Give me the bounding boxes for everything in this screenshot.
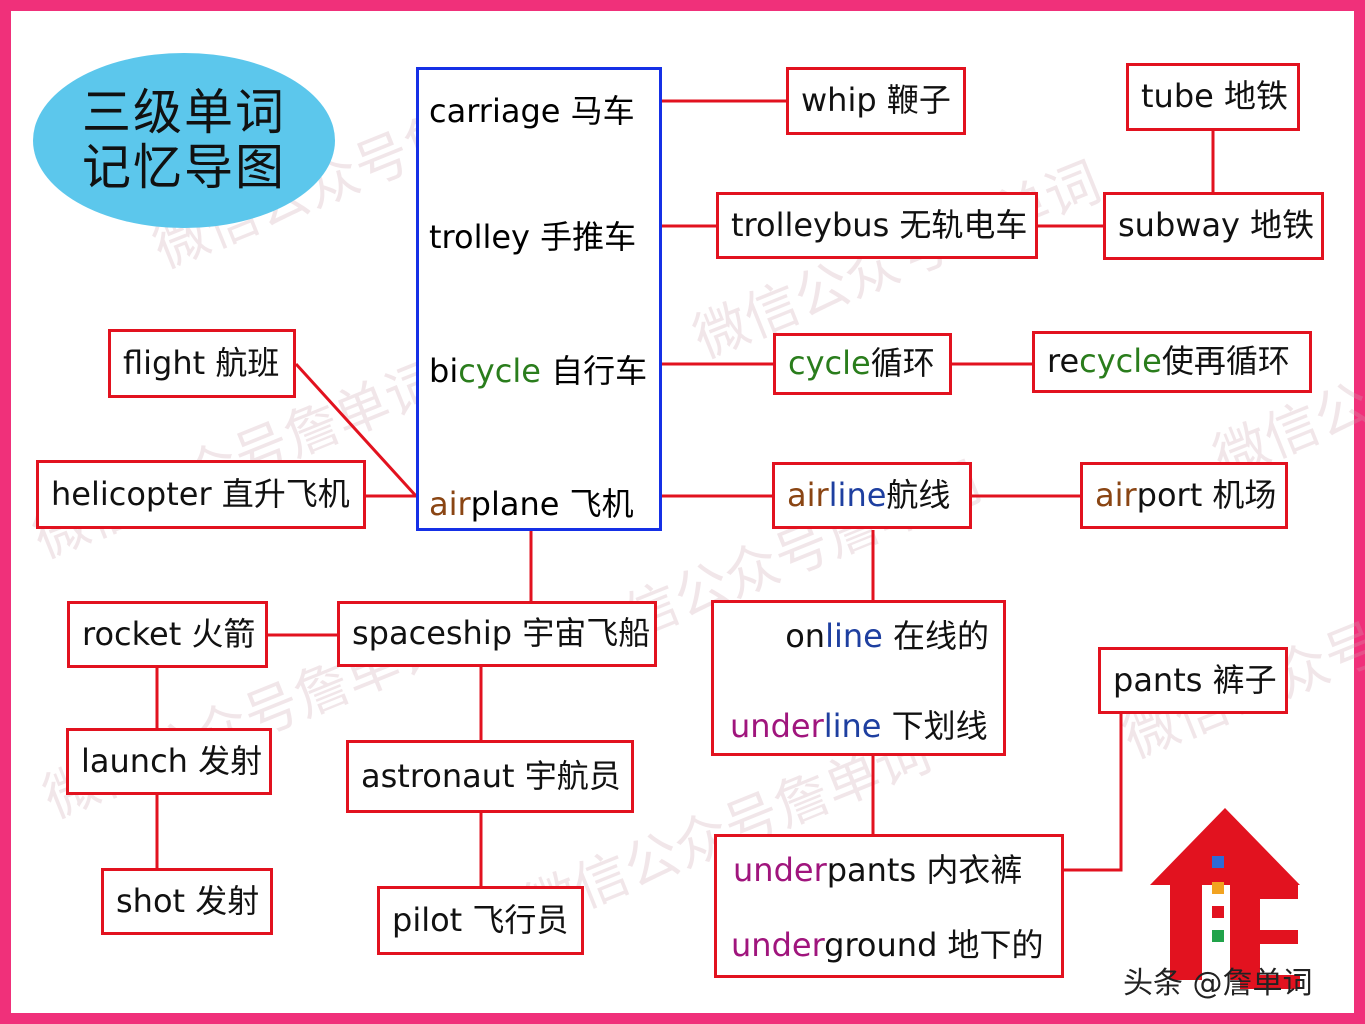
- word-segment: line: [825, 617, 883, 655]
- word-online: online 在线的: [785, 617, 989, 655]
- word-node-pants: pants 裤子: [1098, 647, 1288, 714]
- main-word-carriage: carriage 马车: [429, 86, 635, 132]
- word-segment: pilot 飞行员: [392, 900, 569, 939]
- word-segment: rocket 火箭: [82, 614, 256, 653]
- word-segment: 下划线: [881, 707, 988, 745]
- word-segment: 在线的: [882, 617, 989, 655]
- word-segment: 循环: [870, 344, 935, 383]
- word-segment: bi: [429, 352, 459, 390]
- word-segment: trolley 手推车: [429, 218, 637, 256]
- word-node-spaceship: spaceship 宇宙飞船: [337, 601, 657, 667]
- word-segment: line: [828, 475, 887, 514]
- word-segment: 自行车: [540, 352, 648, 390]
- word-segment: tube 地铁: [1141, 77, 1289, 116]
- word-node-subway: subway 地铁: [1103, 192, 1324, 260]
- brand-logo: [1150, 808, 1300, 989]
- word-segment: spaceship 宇宙飞船: [352, 614, 651, 653]
- word-node-shot: shot 发射: [101, 868, 273, 935]
- word-node-rocket: rocket 火箭: [67, 601, 268, 668]
- word-segment: line: [823, 707, 882, 745]
- word-segment: air: [1095, 475, 1137, 514]
- word-segment: under: [731, 926, 825, 964]
- word-segment: air: [787, 475, 829, 514]
- word-segment: air: [429, 485, 471, 523]
- word-segment: cycle: [788, 344, 871, 383]
- word-segment: cycle: [1079, 342, 1162, 381]
- main-word-trolley: trolley 手推车: [429, 212, 636, 258]
- word-node-cycle: cycle 循环: [773, 333, 952, 395]
- word-segment: under: [730, 707, 824, 745]
- word-segment: flight 航班: [123, 343, 280, 382]
- main-word-airplane: airplane 飞机: [429, 479, 634, 525]
- word-underground: underground 地下的: [731, 926, 1044, 964]
- word-node-pilot: pilot 飞行员: [377, 886, 584, 955]
- title-badge: 三级单词 记忆导图: [33, 53, 335, 228]
- word-segment: pants 内衣裤: [826, 851, 1023, 889]
- word-segment: carriage 马车: [429, 92, 635, 130]
- word-underpants: underpants 内衣裤: [733, 851, 1023, 889]
- word-node-helicopter: helicopter 直升飞机: [36, 460, 366, 529]
- main-word-bicycle: bicycle 自行车: [429, 346, 647, 392]
- word-segment: on: [785, 617, 826, 655]
- word-node-under-group: underpants 内衣裤 underground 地下的: [714, 834, 1064, 978]
- word-segment: under: [733, 851, 827, 889]
- source-credit: 头条 @詹单词: [1123, 966, 1313, 1001]
- title-line-2: 记忆导图: [81, 138, 286, 196]
- main-word-box: carriage 马车 trolley 手推车 bicycle 自行车 airp…: [416, 67, 662, 531]
- word-segment: astronaut 宇航员: [361, 756, 621, 795]
- word-segment: subway 地铁: [1118, 206, 1315, 245]
- word-node-online-underline: online 在线的 underline 下划线: [711, 600, 1006, 756]
- word-segment: 航线: [886, 475, 951, 514]
- word-node-launch: launch 发射: [66, 728, 272, 795]
- word-segment: pants 裤子: [1113, 660, 1277, 699]
- word-segment: launch 发射: [81, 741, 263, 780]
- word-segment: re: [1047, 342, 1080, 381]
- word-underline: underline 下划线: [730, 707, 988, 745]
- word-segment: helicopter 直升飞机: [51, 474, 350, 513]
- word-segment: ground 地下的: [824, 926, 1044, 964]
- word-node-astronaut: astronaut 宇航员: [346, 740, 634, 813]
- word-node-whip: whip 鞭子: [786, 67, 966, 135]
- word-node-tube: tube 地铁: [1126, 63, 1300, 131]
- word-segment: cycle: [458, 352, 541, 390]
- word-segment: plane 飞机: [470, 485, 634, 523]
- word-segment: port 机场: [1136, 475, 1277, 514]
- word-segment: shot 发射: [116, 881, 260, 920]
- word-segment: trolleybus 无轨电车: [731, 205, 1028, 244]
- word-segment: 使再循环: [1161, 342, 1290, 381]
- title-line-1: 三级单词: [81, 83, 286, 141]
- word-segment: whip 鞭子: [801, 81, 951, 120]
- word-node-trolleybus: trolleybus 无轨电车: [716, 192, 1038, 259]
- word-node-flight: flight 航班: [108, 329, 296, 398]
